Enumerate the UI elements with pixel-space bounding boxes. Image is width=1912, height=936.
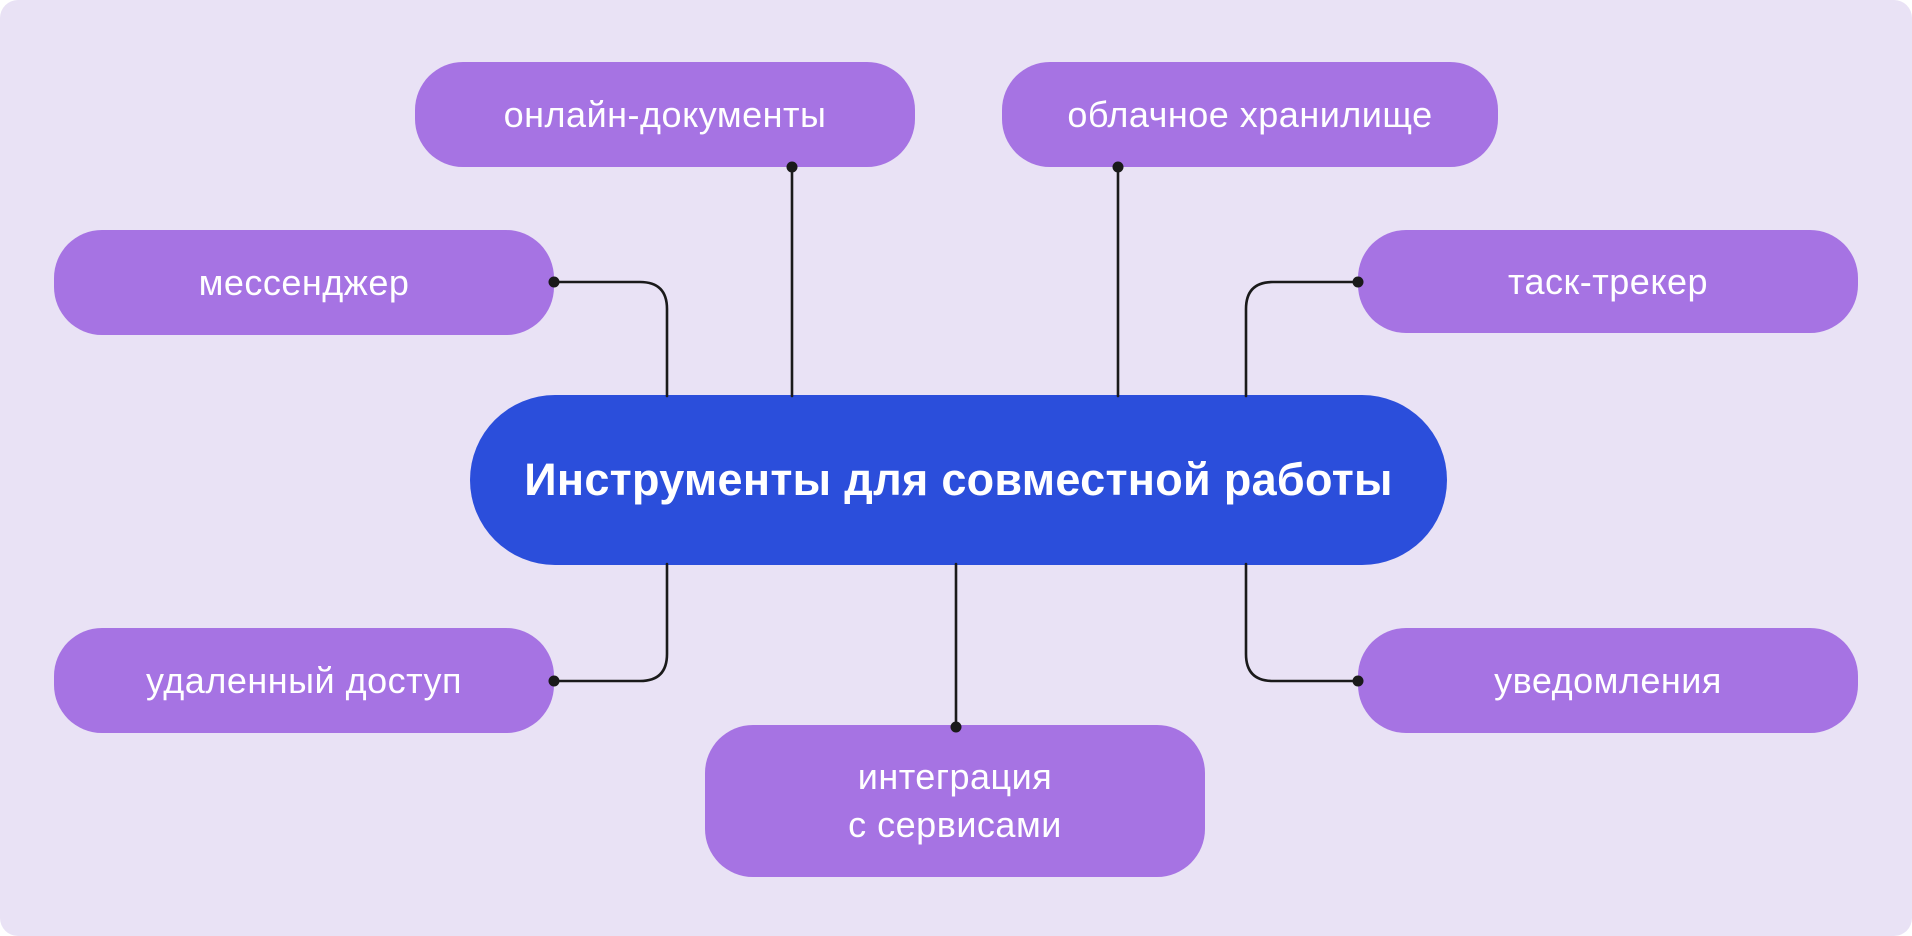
connector-messenger-to-center <box>552 280 669 398</box>
connector-remote-access-to-center <box>552 562 669 683</box>
node-notifications: уведомления <box>1358 628 1858 733</box>
node-integration-with-services: интеграция с сервисами <box>705 725 1205 877</box>
connector-notifications-to-center <box>1244 562 1360 683</box>
node-remote-access: удаленный доступ <box>54 628 554 733</box>
node-messenger: мессенджер <box>54 230 554 335</box>
center-node-collaboration-tools: Инструменты для совместной работы <box>470 395 1447 565</box>
node-cloud-storage: облачное хранилище <box>1002 62 1498 167</box>
connector-task-tracker-to-center <box>1244 280 1360 398</box>
node-online-documents: онлайн-документы <box>415 62 915 167</box>
node-task-tracker: таск-трекер <box>1358 230 1858 333</box>
